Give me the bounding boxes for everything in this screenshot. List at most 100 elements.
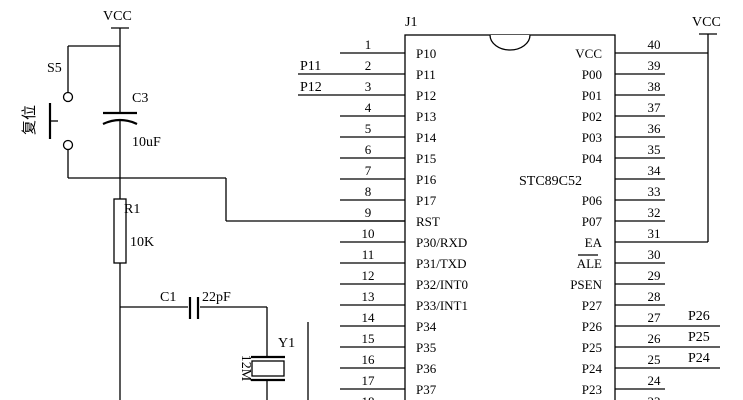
pin-number: 30 [648,247,661,262]
pin-name: PSEN [570,277,602,292]
pin-number: 17 [362,373,376,388]
pin-number: 27 [648,310,662,325]
left-pin: 18 [362,394,375,400]
pin-number: 4 [365,100,372,115]
pin-name: P06 [582,193,603,208]
pin-name: P30/RXD [416,235,467,250]
pin-number: 32 [648,205,661,220]
pin-name: ALE [577,256,602,271]
pin-name: P23 [582,382,602,397]
pin-name: P31/TXD [416,256,467,271]
net-p25-label: P25 [688,330,710,345]
pin-number: 40 [648,37,661,52]
net-p12: P12 [298,80,340,96]
y1-ref-label: Y1 [278,336,295,351]
chip-j1: J1 STC89C52 [404,15,616,400]
reset-switch-s5: S5 复位 [20,61,74,178]
net-p26-label: P26 [688,309,710,324]
c3-ref-label: C3 [132,91,148,106]
pin-name: P24 [582,361,603,376]
pin-name: P35 [416,340,436,355]
pin-number: 7 [365,163,372,178]
pin-number: 5 [365,121,372,136]
pin-number: 2 [365,58,372,73]
pin-name: P15 [416,151,436,166]
vcc-left-symbol: VCC [103,9,132,46]
pin-name: P32/INT0 [416,277,468,292]
vcc-left-label: VCC [103,9,132,24]
pin-number: 10 [362,226,375,241]
pin-number: 23 [648,394,661,400]
chip-ref-label: J1 [405,15,417,30]
pin-number: 9 [365,205,372,220]
capacitor-c3: C3 10uF [102,91,161,178]
r1-ref-label: R1 [124,202,140,217]
right-pin: 34 [615,163,665,180]
capacitor-c1: C1 22pF [120,290,267,319]
pin-name: P17 [416,193,437,208]
net-p26: P26 [665,309,720,327]
pin-name: P37 [416,382,437,397]
pin-number: 28 [648,289,661,304]
pin-name: P01 [582,88,602,103]
pin-name: P04 [582,151,603,166]
pin-name: P07 [582,214,603,229]
net-p25: P25 [665,330,720,348]
pin-name: P16 [416,172,437,187]
pin-name: P02 [582,109,602,124]
net-p24-label: P24 [688,351,710,366]
net-p24: P24 [665,351,720,369]
vcc-right-label: VCC [692,15,721,30]
pin-number: 36 [648,121,662,136]
c3-value-label: 10uF [132,135,161,150]
pin-number: 8 [365,184,372,199]
pin-number: 11 [362,247,375,262]
pin-number: 16 [362,352,376,367]
c1-ref-label: C1 [160,290,176,305]
chip-part-label: STC89C52 [519,174,582,189]
net-p11-label: P11 [300,59,321,74]
pin-number: 6 [365,142,372,157]
pin-number: 25 [648,352,661,367]
pin-number: 18 [362,394,375,400]
pin-name: P14 [416,130,437,145]
y1-value-label: 12M [238,355,253,382]
c1-value-label: 22pF [202,290,231,305]
pin-name: P11 [416,67,436,82]
top-wiring [67,45,121,113]
pin-number: 15 [362,331,375,346]
left-pin-group: 1P102P113P124P135P146P157P168P179RST10P3… [340,37,468,400]
pin-name: VCC [575,46,602,61]
pin-number: 3 [365,79,372,94]
r1-value-label: 10K [130,235,154,250]
pin-number: 29 [648,268,661,283]
pin-name: P10 [416,46,436,61]
pin-name: P36 [416,361,437,376]
pin-number: 34 [648,163,662,178]
net-p11: P11 [298,59,340,75]
pin-number: 14 [362,310,376,325]
